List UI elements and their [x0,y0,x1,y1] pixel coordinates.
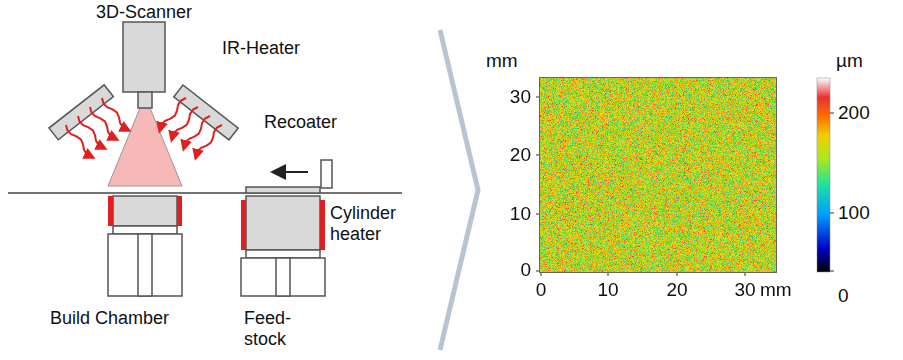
part-label: 3D-Scanner [96,2,192,23]
ir-ray [90,107,116,139]
axis-label: 30 [734,279,755,301]
ir-ray [78,116,104,148]
axis-label: 0 [536,279,547,301]
part-label: Cylinder heater [330,203,410,244]
axis-label: mm [486,50,518,72]
part-label: Feed- stock [244,308,296,349]
axis-label: 10 [597,279,618,301]
ir-ray [160,98,186,130]
axis-label: 10 [510,203,531,225]
axis-label: 30 [510,86,531,108]
ir-ray [66,125,92,157]
axis-label: 20 [510,144,531,166]
axis-label: 200 [838,102,870,124]
axis-label: 100 [838,202,870,224]
part-label: Build Chamber [50,308,169,329]
part-label: Recoater [264,112,337,133]
part-label: IR-Heater [222,38,300,59]
axis-label: mm [760,279,792,301]
axis-label: µm [836,50,863,72]
height-map [540,78,776,272]
axis-label: 20 [666,279,687,301]
ir-ray [102,98,128,130]
axis-label: 0 [838,285,849,307]
axis-label: 0 [520,259,531,281]
